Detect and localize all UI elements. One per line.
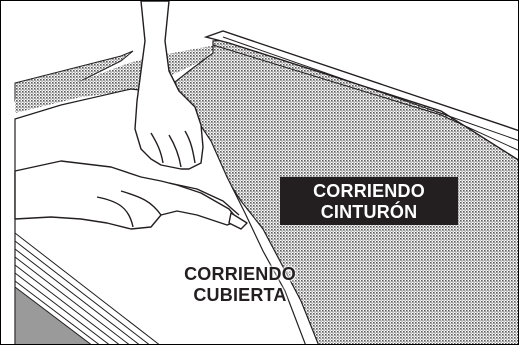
running-deck-label-line2: CUBIERTA — [193, 285, 287, 305]
hand-with-bottle — [14, 160, 248, 230]
hand-lifting-belt — [134, 1, 204, 170]
deck-ribs — [14, 232, 160, 344]
side-rail — [203, 30, 518, 161]
running-belt-label-line1: CORRIENDO — [313, 181, 425, 201]
running-belt-label: CORRIENDO CINTURÓN — [280, 177, 458, 225]
running-deck-label: CORRIENDO CUBIERTA — [161, 264, 319, 306]
running-deck-label-line1: CORRIENDO — [184, 264, 296, 284]
running-belt-label-line2: CINTURÓN — [320, 202, 418, 222]
